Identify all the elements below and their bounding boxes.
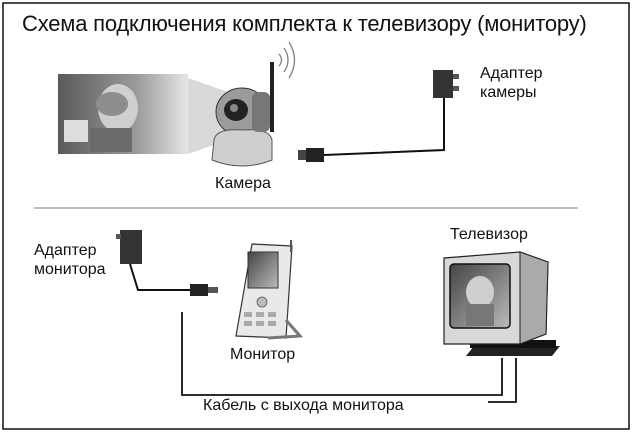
monitor-label: Монитор bbox=[230, 346, 296, 363]
monitor-adapter-icon bbox=[116, 230, 142, 264]
camera-adapter-icon bbox=[433, 70, 459, 98]
camera-adapter-label-line2: камеры bbox=[480, 84, 537, 101]
camera-cable bbox=[298, 98, 445, 162]
baby-camera-icon bbox=[211, 62, 274, 167]
cable-label: Кабель с выхода монитора bbox=[203, 397, 404, 414]
tv-label: Телевизор bbox=[450, 226, 528, 243]
camera-view-photo bbox=[58, 74, 228, 154]
camera-adapter-label-line1: Адаптер bbox=[480, 65, 543, 82]
av-output-cable bbox=[181, 312, 503, 396]
monitor-power-cable bbox=[129, 263, 218, 296]
camera-label: Камера bbox=[215, 175, 271, 192]
monitor-adapter-label-line2: монитора bbox=[34, 261, 106, 278]
handheld-monitor-icon bbox=[235, 240, 304, 340]
monitor-adapter-label: Адаптер монитора bbox=[34, 241, 106, 279]
wireless-signal-icon bbox=[278, 41, 296, 79]
page-title: Схема подключения комплекта к телевизору… bbox=[22, 11, 587, 36]
av-output-cable-second bbox=[488, 358, 517, 403]
monitor-adapter-label-line1: Адаптер bbox=[34, 242, 97, 259]
camera-adapter-label: Адаптер камеры bbox=[480, 64, 543, 102]
crt-television-icon bbox=[443, 251, 560, 356]
